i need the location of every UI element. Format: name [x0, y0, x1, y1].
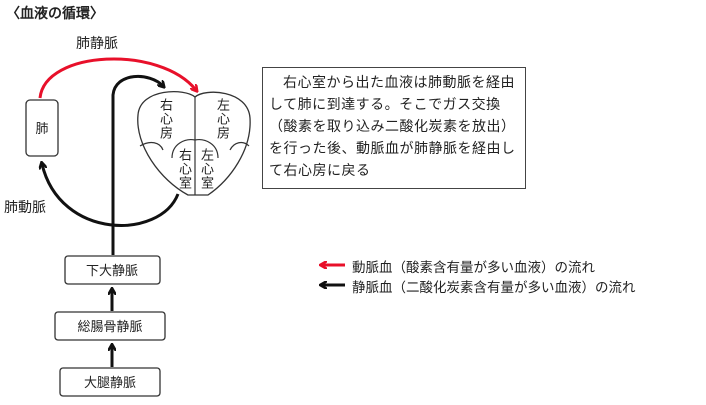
inferior-vena-cava-box [64, 255, 161, 285]
explanation-text: 右心室から出た血液は肺動脈を経由して肺に到達する。そこでガス交換（酸素を取り込み… [269, 75, 516, 179]
left-valve [229, 141, 250, 151]
lung-box [25, 99, 59, 157]
pulmonary-artery-arrow [42, 164, 180, 227]
right-valve [139, 141, 164, 151]
right-atrium-label: 右心房 [157, 98, 172, 140]
femoral-vein-box [59, 367, 161, 397]
pulmonary-vein-arrow [38, 57, 196, 99]
legend-arterial: 動脈血（酸素含有量が多い血液）の流れ [352, 256, 595, 276]
legend-arterial-label: 動脈血（酸素含有量が多い血液）の流れ [352, 260, 595, 276]
legend-venous-label: 静脈血（二酸化炭素含有量が多い血液）の流れ [352, 280, 636, 296]
heart-outline [137, 91, 251, 196]
right-ventricle-label: 右心室 [176, 148, 191, 190]
left-ventricle-label: 左心室 [198, 148, 213, 190]
common-iliac-vein-label: 総腸骨静脈 [77, 320, 142, 335]
common-iliac-vein-box [54, 311, 166, 341]
pulmonary-vein-label: 肺静脈 [76, 36, 118, 52]
legend-venous: 静脈血（二酸化炭素含有量が多い血液）の流れ [352, 276, 636, 296]
diagram-title: 〈血液の循環〉 [6, 6, 104, 22]
pulmonary-artery-label: 肺動脈 [4, 200, 46, 216]
left-atrium-label: 左心房 [214, 98, 229, 140]
vena-cava-to-atrium-arrow [111, 74, 163, 255]
femoral-vein-label: 大腿静脈 [84, 376, 136, 391]
explanation-box: 右心室から出た血液は肺動脈を経由して肺に到達する。そこでガス交換（酸素を取り込み… [262, 67, 526, 189]
ventricle-divider [171, 139, 219, 159]
lung-label: 肺 [35, 122, 48, 137]
inferior-vena-cava-label: 下大静脈 [86, 264, 138, 279]
